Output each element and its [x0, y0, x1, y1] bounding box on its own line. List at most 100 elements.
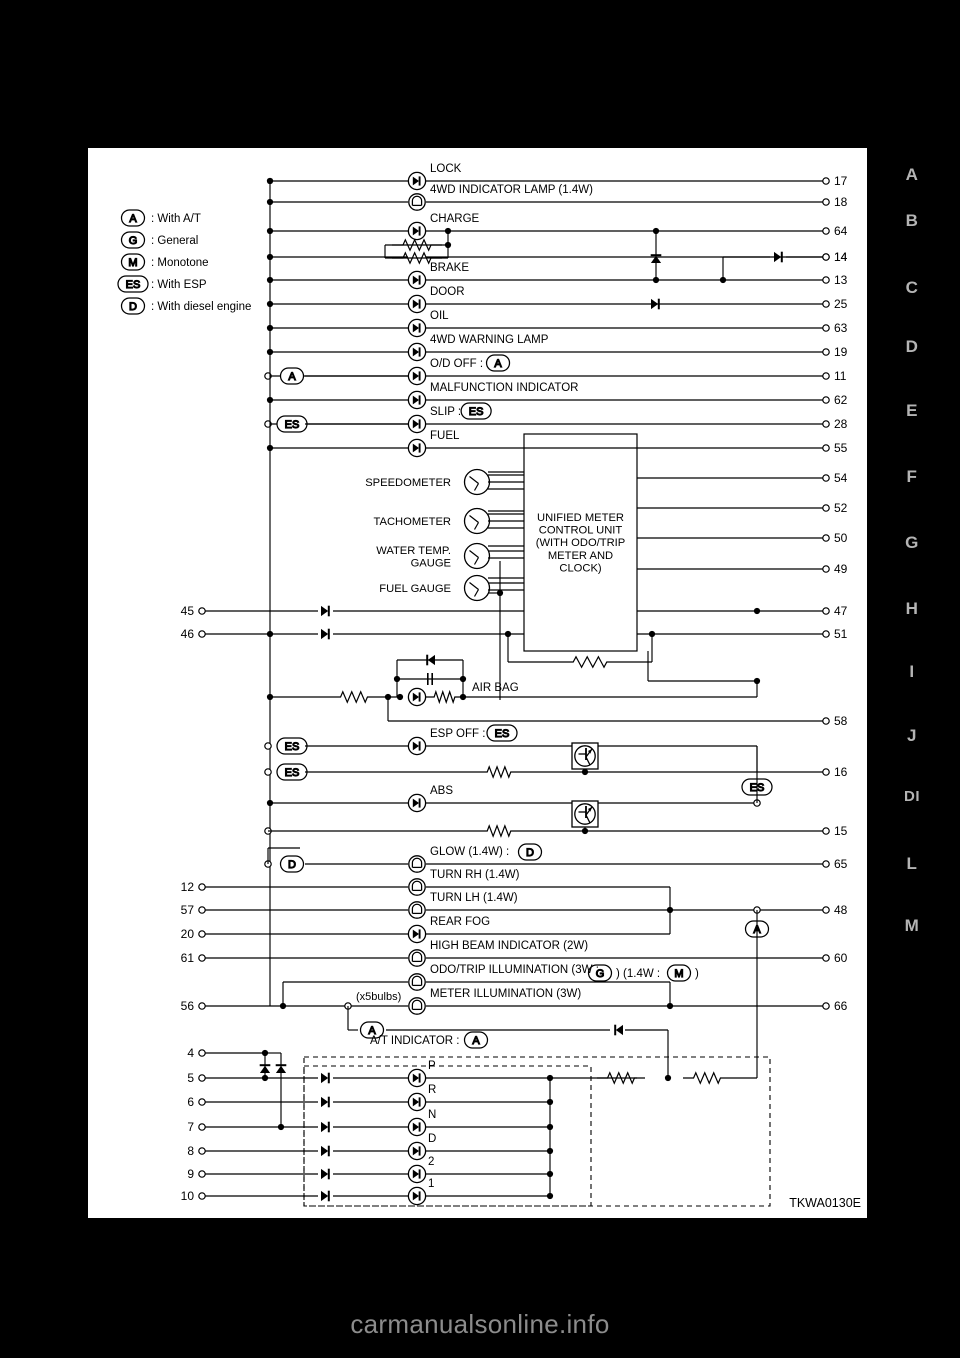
gauge-label-3-0: FUEL GAUGE: [379, 583, 451, 595]
terminal-right-label-62: 62: [834, 393, 848, 407]
bus-dot-airbag: [266, 693, 274, 701]
gauge-1: [463, 507, 491, 535]
resistor-cu-feedback: [560, 655, 620, 669]
terminal-left-label-10: 10: [181, 1189, 195, 1203]
gauge-2: [463, 542, 491, 570]
section-tab-a[interactable]: A: [905, 165, 919, 184]
at-gear-label-R: R: [428, 1084, 436, 1096]
terminal-left-label-5: 5: [187, 1071, 194, 1085]
gauge-label-2-1: GAUGE: [411, 557, 451, 569]
section-tab-column: A B C D E F G H I J DI L M: [867, 0, 960, 1358]
control-unit-line-4: CLOCK): [559, 562, 602, 574]
node-13-branch: [652, 276, 660, 284]
svg-text:D: D: [129, 301, 137, 313]
section-tab-f[interactable]: F: [906, 467, 918, 486]
svg-text:D: D: [526, 847, 534, 859]
section-tab-m[interactable]: M: [904, 916, 920, 935]
led-at-P: [407, 1068, 427, 1088]
device-label-high: HIGH BEAM INDICATOR (2W): [430, 940, 588, 952]
device-label-charge: CHARGE: [430, 213, 480, 225]
terminal-left-9: [198, 1170, 206, 1178]
section-tab-c[interactable]: C: [905, 278, 919, 297]
section-tab-h[interactable]: H: [905, 599, 919, 618]
terminal-left-label-7: 7: [187, 1120, 194, 1134]
terminal-left-57: [198, 906, 206, 914]
terminal-right-label-65: 65: [834, 857, 848, 871]
terminal-right-label-66: 66: [834, 999, 848, 1013]
led-FUEL: [407, 438, 427, 458]
device-label-o/d-off-:: O/D OFF :: [430, 358, 483, 370]
control-unit-line-3: METER AND: [548, 550, 613, 562]
transistor-abs: [571, 800, 599, 828]
device-label-door: DOOR: [430, 286, 465, 298]
section-tab-l[interactable]: L: [906, 854, 918, 873]
at-gear-label-P: P: [428, 1060, 436, 1072]
diode-at-feed: [614, 1024, 623, 1036]
device-label-esp-off: ESP OFF :: [430, 728, 485, 740]
terminal-right-11: [822, 372, 830, 380]
legend-badge-d: D: [120, 297, 146, 315]
section-tab-g[interactable]: G: [905, 533, 919, 552]
terminal-right-58: [822, 717, 830, 725]
section-tab-di[interactable]: DI: [904, 788, 920, 805]
terminal-right-18: [822, 198, 830, 206]
inline-badge-a: A: [279, 367, 305, 385]
note-x5bulbs: (x5bulbs): [356, 991, 401, 1003]
terminal-left-label-4: 4: [187, 1046, 194, 1060]
terminal-right-25: [822, 300, 830, 308]
at-gear-label-N: N: [428, 1109, 436, 1121]
terminal-right-51: [822, 630, 830, 638]
svg-text:M: M: [674, 968, 683, 980]
svg-text:A: A: [368, 1025, 376, 1037]
inline-badge-es-16: ES: [276, 763, 308, 781]
legend-badge-g: G: [120, 231, 146, 249]
terminal-left-label-20: 20: [181, 927, 195, 941]
device-label-abs: ABS: [430, 785, 453, 797]
terminal-right-50: [822, 534, 830, 542]
bulb-4WD INDICATOR LAMP (1.4W): [408, 193, 426, 211]
node-47: [753, 607, 761, 615]
section-tab-b[interactable]: B: [905, 211, 919, 230]
legend-badge-m: M: [120, 253, 146, 271]
node-16-transistor: [581, 768, 589, 776]
terminal-right-label-55: 55: [834, 441, 848, 455]
terminal-right-64: [822, 227, 830, 235]
resistor-airbag-out: [426, 689, 463, 705]
svg-text:G: G: [129, 235, 138, 247]
inline-badge-es: ES: [276, 415, 308, 433]
device-badge-odo-g: G: [587, 964, 613, 982]
section-tab-e[interactable]: E: [906, 401, 918, 420]
led-DOOR: [407, 294, 427, 314]
at-gear-label-1: 1: [428, 1178, 434, 1190]
section-tab-d[interactable]: D: [905, 337, 919, 356]
device-badge-esp-off: ES: [486, 724, 518, 742]
led-O/D OFF :: [407, 366, 427, 386]
terminal-right-60: [822, 954, 830, 962]
terminal-opt-esp-off: [264, 742, 272, 750]
diode-at-prot-2: [275, 1064, 287, 1073]
section-tab-j[interactable]: J: [907, 726, 917, 745]
gauge-label-1-0: TACHOMETER: [374, 516, 451, 528]
terminal-left-label-12: 12: [181, 880, 195, 894]
section-tab-i[interactable]: I: [909, 662, 915, 681]
resistor-charge-1: [392, 238, 442, 252]
svg-text:A: A: [288, 371, 296, 383]
device-label-odo-mid: ) (1.4W :: [616, 968, 660, 980]
terminal-right-52: [822, 504, 830, 512]
resistor-16: [478, 765, 520, 779]
terminal-opt-16: [264, 768, 272, 776]
terminal-right-label-16: 16: [834, 765, 848, 779]
terminal-right-66: [822, 1002, 830, 1010]
node-airbag-a: [396, 693, 404, 701]
device-badge-odo-m: M: [666, 964, 692, 982]
device-label-fuel: FUEL: [430, 430, 460, 442]
device-badge-es: ES: [460, 402, 492, 420]
terminal-right-19: [822, 348, 830, 356]
terminal-left-20: [198, 930, 206, 938]
terminal-left-label-61: 61: [181, 951, 195, 965]
terminal-left-8: [198, 1147, 206, 1155]
device-label-4wd-warning-lamp: 4WD WARNING LAMP: [430, 334, 549, 346]
diode-at-8: [321, 1145, 330, 1157]
device-badge-a: A: [485, 354, 511, 372]
